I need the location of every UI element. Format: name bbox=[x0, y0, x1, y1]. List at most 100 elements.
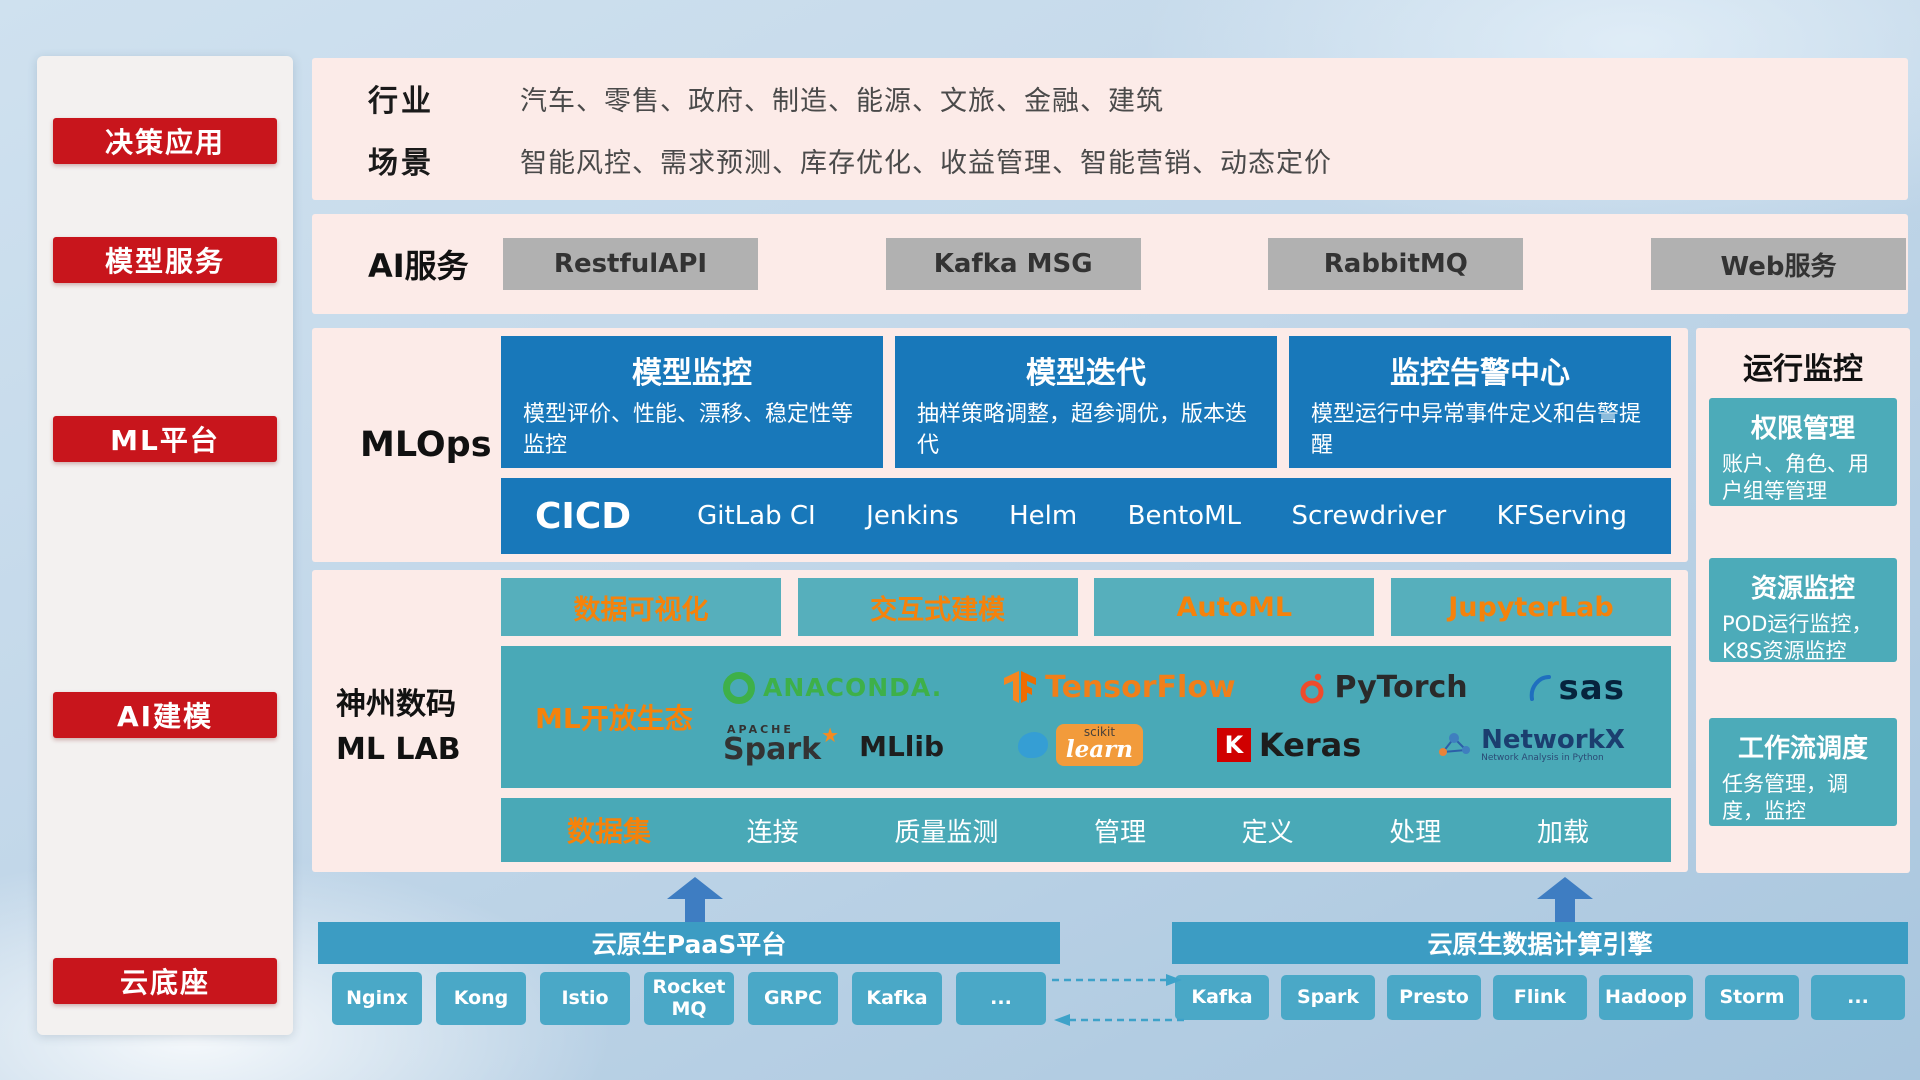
networkx-wordmark-stack: NetworkX Network Analysis in Python bbox=[1481, 726, 1625, 764]
card-title: 权限管理 bbox=[1750, 414, 1855, 444]
networkx-icon bbox=[1439, 732, 1471, 756]
spark-star-icon: ★ bbox=[821, 723, 840, 748]
mllab-label-line2: ML LAB bbox=[336, 732, 461, 767]
industry-label: 行业 bbox=[368, 84, 434, 119]
mllab-label-line1: 神州数码 bbox=[336, 687, 456, 722]
tool-jupyterlab: JupyterLab bbox=[1390, 578, 1671, 636]
service-restfulapi: RestfulAPI bbox=[503, 238, 758, 290]
card-desc: 模型运行中异常事件定义和告警提醒 bbox=[1311, 402, 1642, 458]
paas-istio: Istio bbox=[540, 972, 630, 1025]
layer-label-decision-apps: 决策应用 bbox=[53, 118, 277, 164]
mllab-panel: 神州数码 ML LAB 数据可视化 交互式建模 AutoML JupyterLa… bbox=[312, 570, 1688, 872]
sas-wordmark: sas bbox=[1558, 667, 1625, 708]
dataset-define: 定义 bbox=[1241, 817, 1294, 848]
cicd-screwdriver: Screwdriver bbox=[1291, 501, 1447, 531]
engine-flink: Flink bbox=[1493, 975, 1587, 1020]
dataset-connect: 连接 bbox=[746, 817, 799, 848]
anaconda-icon bbox=[723, 671, 755, 704]
ecosystem-logos: ANACONDA. TensorFlow bbox=[707, 646, 1671, 788]
cicd-items: GitLab CI Jenkins Helm BentoML Screwdriv… bbox=[697, 501, 1627, 531]
card-title: 资源监控 bbox=[1750, 574, 1855, 604]
card-title: 监控告警中心 bbox=[1390, 356, 1570, 391]
scikit-label: scikit bbox=[1083, 724, 1116, 739]
engine-spark: Spark bbox=[1281, 975, 1375, 1020]
ai-service-panel: AI服务 RestfulAPI Kafka MSG RabbitMQ Web服务 bbox=[312, 214, 1908, 314]
card-desc: 抽样策略调整，超参调优，版本迭代 bbox=[917, 402, 1248, 458]
keras-logo: K Keras bbox=[1216, 726, 1361, 764]
scikit-learn-badge: scikit learn bbox=[1055, 723, 1144, 767]
cicd-bentoml: BentoML bbox=[1127, 501, 1242, 531]
tensorflow-icon bbox=[1004, 670, 1037, 703]
cicd-gitlab-ci: GitLab CI bbox=[697, 501, 816, 531]
paas-nginx: Nginx bbox=[332, 972, 422, 1025]
runtime-monitor-title: 运行监控 bbox=[1743, 352, 1863, 387]
data-exchange-arrows bbox=[1052, 974, 1184, 1026]
pytorch-icon bbox=[1300, 673, 1324, 704]
anaconda-logo: ANACONDA. bbox=[723, 671, 943, 704]
dataset-quality-monitoring: 质量监测 bbox=[894, 817, 999, 848]
engine-buttons: Kafka Spark Presto Flink Hadoop Storm ..… bbox=[1172, 975, 1908, 1020]
card-model-monitoring: 模型监控 模型评价、性能、漂移、稳定性等监控 bbox=[501, 336, 883, 468]
paas-rocketmq: RocketMQ bbox=[644, 972, 734, 1025]
runtime-monitor-panel: 运行监控 权限管理 账户、角色、用户组等管理 资源监控 POD运行监控，K8S资… bbox=[1696, 328, 1910, 873]
dataset-label: 数据集 bbox=[567, 815, 652, 848]
card-title: 工作流调度 bbox=[1737, 734, 1868, 764]
sas-swoosh-icon bbox=[1529, 674, 1551, 701]
mlops-label: MLOps bbox=[360, 425, 492, 465]
card-title: 模型迭代 bbox=[1026, 356, 1146, 391]
layer-label-cloud-base: 云底座 bbox=[53, 958, 277, 1004]
card-workflow-scheduling: 工作流调度 任务管理，调度，监控 bbox=[1709, 718, 1897, 826]
card-model-iteration: 模型迭代 抽样策略调整，超参调优，版本迭代 bbox=[895, 336, 1277, 468]
layer-label-ai-modeling: AI建模 bbox=[53, 692, 277, 738]
spark-wordmark: Spark★ bbox=[723, 723, 840, 768]
ml-ecosystem-box: ML开放生态 ANACONDA. TensorFlow bbox=[501, 646, 1671, 788]
mlops-panel: MLOps 模型监控 模型评价、性能、漂移、稳定性等监控 模型迭代 抽样策略调整… bbox=[312, 328, 1688, 562]
scene-row: 场景 智能风控、需求预测、库存优化、收益管理、智能营销、动态定价 bbox=[368, 138, 1908, 182]
networkx-wordmark: NetworkX bbox=[1481, 724, 1625, 755]
card-alert-center: 监控告警中心 模型运行中异常事件定义和告警提醒 bbox=[1289, 336, 1671, 468]
engine-hadoop: Hadoop bbox=[1599, 975, 1693, 1020]
card-title: 模型监控 bbox=[632, 356, 752, 391]
pytorch-wordmark: PyTorch bbox=[1334, 670, 1468, 706]
cicd-bar: CICD GitLab CI Jenkins Helm BentoML Scre… bbox=[501, 478, 1671, 554]
ai-service-buttons: RestfulAPI Kafka MSG RabbitMQ Web服务 bbox=[503, 238, 1908, 290]
layer-sidebar: 决策应用 模型服务 ML平台 AI建模 云底座 bbox=[37, 56, 293, 1035]
service-rabbitmq: RabbitMQ bbox=[1268, 238, 1524, 290]
paas-more: ... bbox=[956, 972, 1046, 1025]
paas-kong: Kong bbox=[436, 972, 526, 1025]
learn-label: learn bbox=[1065, 736, 1134, 764]
spark-mllib-group: APACHE Spark★ MLlib bbox=[723, 724, 944, 765]
cicd-label: CICD bbox=[535, 495, 632, 537]
dataset-bar: 数据集 连接 质量监测 管理 定义 处理 加载 bbox=[501, 798, 1671, 862]
tool-interactive-modeling: 交互式建模 bbox=[797, 578, 1078, 636]
scene-label: 场景 bbox=[368, 146, 434, 181]
paas-banner: 云原生PaaS平台 bbox=[318, 922, 1060, 964]
cicd-jenkins: Jenkins bbox=[866, 501, 959, 531]
paas-grpc: GRPC bbox=[748, 972, 838, 1025]
card-desc: 任务管理，调度，监控 bbox=[1722, 772, 1848, 824]
card-desc: 账户、角色、用户组等管理 bbox=[1722, 452, 1869, 504]
sas-logo: sas bbox=[1529, 668, 1625, 708]
layer-label-ml-platform: ML平台 bbox=[53, 416, 277, 462]
ecosystem-logos-row2: APACHE Spark★ MLlib scikit learn K bbox=[723, 723, 1625, 767]
industry-scene-panel: 行业 汽车、零售、政府、制造、能源、文旅、金融、建筑 场景 智能风控、需求预测、… bbox=[312, 58, 1908, 200]
up-arrow-paas bbox=[667, 877, 723, 923]
card-resource-monitoring: 资源监控 POD运行监控，K8S资源监控 bbox=[1709, 558, 1897, 663]
scikit-learn-icon bbox=[1017, 731, 1048, 758]
industry-row: 行业 汽车、零售、政府、制造、能源、文旅、金融、建筑 bbox=[368, 76, 1908, 120]
ml-ecosystem-label: ML开放生态 bbox=[535, 702, 693, 735]
ai-service-label: AI服务 bbox=[368, 247, 469, 285]
up-arrow-engine bbox=[1537, 877, 1593, 923]
cicd-kfserving: KFServing bbox=[1496, 501, 1627, 531]
engine-presto: Presto bbox=[1387, 975, 1481, 1020]
engine-more: ... bbox=[1811, 975, 1905, 1020]
spark-logo: APACHE Spark★ bbox=[723, 723, 840, 768]
networkx-subtitle: Network Analysis in Python bbox=[1481, 753, 1604, 764]
scene-value: 智能风控、需求预测、库存优化、收益管理、智能营销、动态定价 bbox=[520, 147, 1332, 179]
anaconda-wordmark: ANACONDA. bbox=[763, 673, 943, 703]
scikit-learn-logo: scikit learn bbox=[1017, 723, 1144, 767]
cicd-helm: Helm bbox=[1009, 501, 1078, 531]
card-desc: POD运行监控，K8S资源监控 bbox=[1722, 612, 1873, 664]
tool-data-visualization: 数据可视化 bbox=[501, 578, 781, 636]
